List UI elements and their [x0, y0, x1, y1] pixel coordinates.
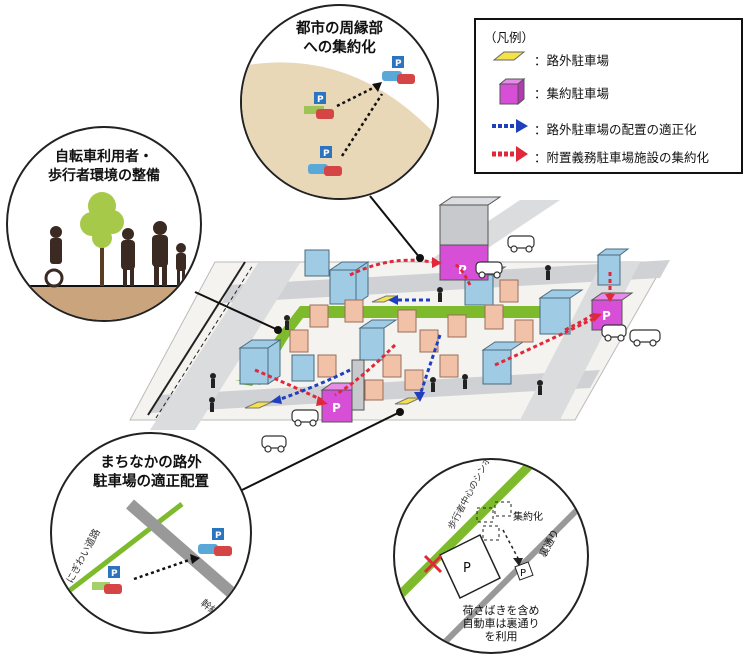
consolidate-label: 集約化: [513, 510, 543, 523]
circle-pedestrian: 自転車利用者・ 歩行者環境の整備: [6, 126, 202, 322]
blue-arrow-icon: [492, 119, 528, 133]
svg-text:P: P: [395, 59, 402, 69]
periphery-title-1: 都市の周縁部: [296, 21, 383, 37]
periphery-title-2: への集約化: [303, 40, 376, 56]
red-arrowheads: [316, 257, 615, 406]
consolidated-parking-icon: [499, 83, 519, 105]
symbol-note: 荷さばきを含め 自動車は裏通り を利用: [462, 604, 540, 643]
circle-placement: P P にぎわい道路 幹線道路 まちなかの路外 駐車場の適正配置: [50, 432, 252, 634]
pedestrian-illustration: [8, 192, 200, 320]
svg-text:P: P: [323, 149, 330, 159]
tower-p-3: P: [602, 309, 611, 323]
callout-lines: [194, 195, 421, 491]
legend: （凡例） ：路外駐車場 ：集約駐車場 ：路外駐車場の配置の適正化 ：附置義務駐車…: [474, 18, 743, 174]
placement-title-2: 駐車場の適正配置: [93, 474, 209, 490]
red-arrows: [254, 258, 612, 402]
legend-item-outdoor-lot: ：路外駐車場: [534, 53, 610, 68]
placement-title-1: まちなかの路外: [100, 455, 202, 471]
pink-buildings: [289, 279, 534, 401]
red-arrow-icon: [492, 146, 528, 162]
legend-item-consolidation: ：附置義務駐車場施設の集約化: [534, 150, 710, 165]
periphery-illustration: P P P: [242, 56, 437, 198]
railway: [147, 261, 246, 416]
pedestrian-title-2: 歩行者環境の整備: [48, 168, 160, 184]
symbol-road-illustration: P P 歩行者中心のシンボルロード 集約化 裏通り: [395, 460, 587, 652]
svg-text:P: P: [317, 95, 324, 105]
svg-text:P: P: [463, 561, 471, 576]
tree-icon: [80, 192, 124, 248]
placement-illustration: P P にぎわい道路 幹線道路: [52, 499, 250, 632]
pedestrians: [209, 265, 551, 412]
people-silhouettes: [44, 221, 186, 288]
blue-arrows: [277, 298, 442, 402]
road-trunk-label: 幹線道路: [198, 596, 237, 632]
legend-title: （凡例）: [484, 30, 535, 45]
pedestrian-title-1: 自転車利用者・: [55, 149, 153, 165]
legend-item-placement: ：路外駐車場の配置の適正化: [534, 122, 697, 137]
legend-symbols: [492, 51, 528, 162]
road-busy-label: にぎわい道路: [63, 526, 103, 585]
road-diagonal-left: [150, 263, 300, 430]
circle-periphery: P P P 都市の周縁部 への集約化: [240, 4, 439, 200]
cars: [261, 235, 661, 453]
svg-text:P: P: [111, 569, 118, 579]
circle-symbol-road: P P 歩行者中心のシンボルロード 集約化 裏通り 荷さばきを含め 自動車は裏通…: [393, 458, 589, 654]
periphery-cars: [304, 71, 415, 176]
svg-text:P: P: [215, 531, 222, 541]
placement-cars: [92, 544, 232, 594]
tower-p-2: P: [332, 401, 341, 415]
svg-text:P: P: [520, 568, 526, 579]
outdoor-lot-icon: [492, 51, 526, 61]
legend-item-consolidated: ：集約駐車場: [534, 86, 610, 101]
